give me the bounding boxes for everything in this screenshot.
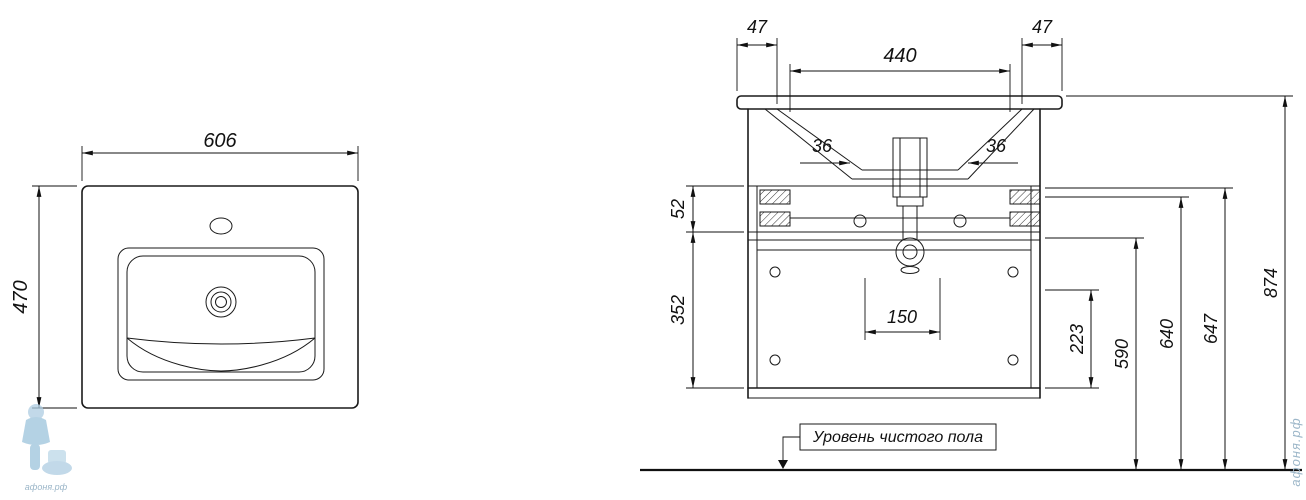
drain-mid (210, 291, 232, 313)
dim-352: 352 (668, 232, 744, 389)
dim-47-left: 47 (736, 17, 778, 104)
sink-top-view: 606 470 (10, 130, 359, 409)
drain-inner (215, 296, 227, 308)
dim-36-left: 36 (800, 136, 850, 166)
basin-inner (126, 255, 316, 373)
dim-590: 590 (1045, 237, 1144, 470)
watermark-logo-text: афоня.рф (25, 482, 68, 492)
watermark-logo (22, 404, 72, 475)
bowl-wall-left-outer (764, 108, 853, 180)
drain-box (892, 137, 928, 198)
dim-606: 606 (81, 130, 359, 181)
sink-outline (81, 185, 359, 409)
dim-640-label: 640 (1157, 319, 1177, 349)
dim-352-label: 352 (668, 295, 688, 325)
trap-outlet (900, 266, 920, 274)
mount-bracket-left (759, 189, 791, 227)
dim-470: 470 (10, 185, 77, 409)
dim-640: 640 (1045, 196, 1189, 470)
drawer-hole (769, 354, 781, 366)
dim-52: 52 (668, 185, 744, 233)
bowl-wall-right-inner (957, 108, 1023, 171)
floor-leader (782, 436, 800, 466)
mount-bracket-right (1009, 189, 1041, 227)
floor-datum: Уровень чистого пола (778, 423, 997, 469)
dim-36-right-label: 36 (986, 136, 1007, 156)
drain-locknut (896, 196, 924, 207)
dim-590-label: 590 (1112, 339, 1132, 369)
dim-440: 440 (789, 45, 1011, 112)
basin-rim (117, 247, 325, 381)
dim-647-label: 647 (1201, 313, 1221, 344)
dim-223: 223 (1045, 289, 1099, 389)
drawer-hole (1007, 354, 1019, 366)
fitting-hole-right (953, 214, 967, 228)
sink-lip (736, 95, 1063, 110)
dim-36-left-label: 36 (812, 136, 833, 156)
dim-47-right-label: 47 (1032, 17, 1053, 37)
dim-36-right: 36 (968, 136, 1018, 166)
dim-470-label: 470 (10, 280, 32, 313)
vanity-front-view: 47 47 440 36 36 52 (640, 17, 1302, 472)
trap-inner (902, 244, 918, 260)
basin-slope-line (126, 337, 316, 345)
drawer-hole (1007, 266, 1019, 278)
dim-52-label: 52 (668, 199, 688, 219)
dim-647: 647 (1045, 187, 1233, 470)
faucet-hole (209, 217, 233, 235)
drain-assembly (892, 137, 928, 274)
trap-body (895, 237, 925, 267)
basin-bottom-curve (126, 337, 316, 372)
drain-outer (205, 286, 237, 318)
fitting-hole-left (853, 214, 867, 228)
dim-874: 874 (1066, 95, 1293, 470)
dim-47-right: 47 (1021, 17, 1063, 104)
dim-440-label: 440 (883, 45, 916, 67)
dim-223-label: 223 (1067, 324, 1087, 355)
watermark-site-text: афоня.рф (1288, 417, 1303, 486)
floor-datum-arrow (778, 460, 788, 469)
dim-874-label: 874 (1261, 268, 1281, 298)
floor-label-text: Уровень чистого пола (812, 429, 983, 446)
bowl-wall-left-inner (776, 108, 863, 171)
dim-150: 150 (864, 278, 941, 340)
bowl-wall-right-outer (967, 108, 1035, 180)
dim-47-left-label: 47 (747, 17, 768, 37)
dim-606-label: 606 (203, 130, 237, 152)
drawer-hole (769, 266, 781, 278)
dim-150-label: 150 (887, 307, 917, 327)
